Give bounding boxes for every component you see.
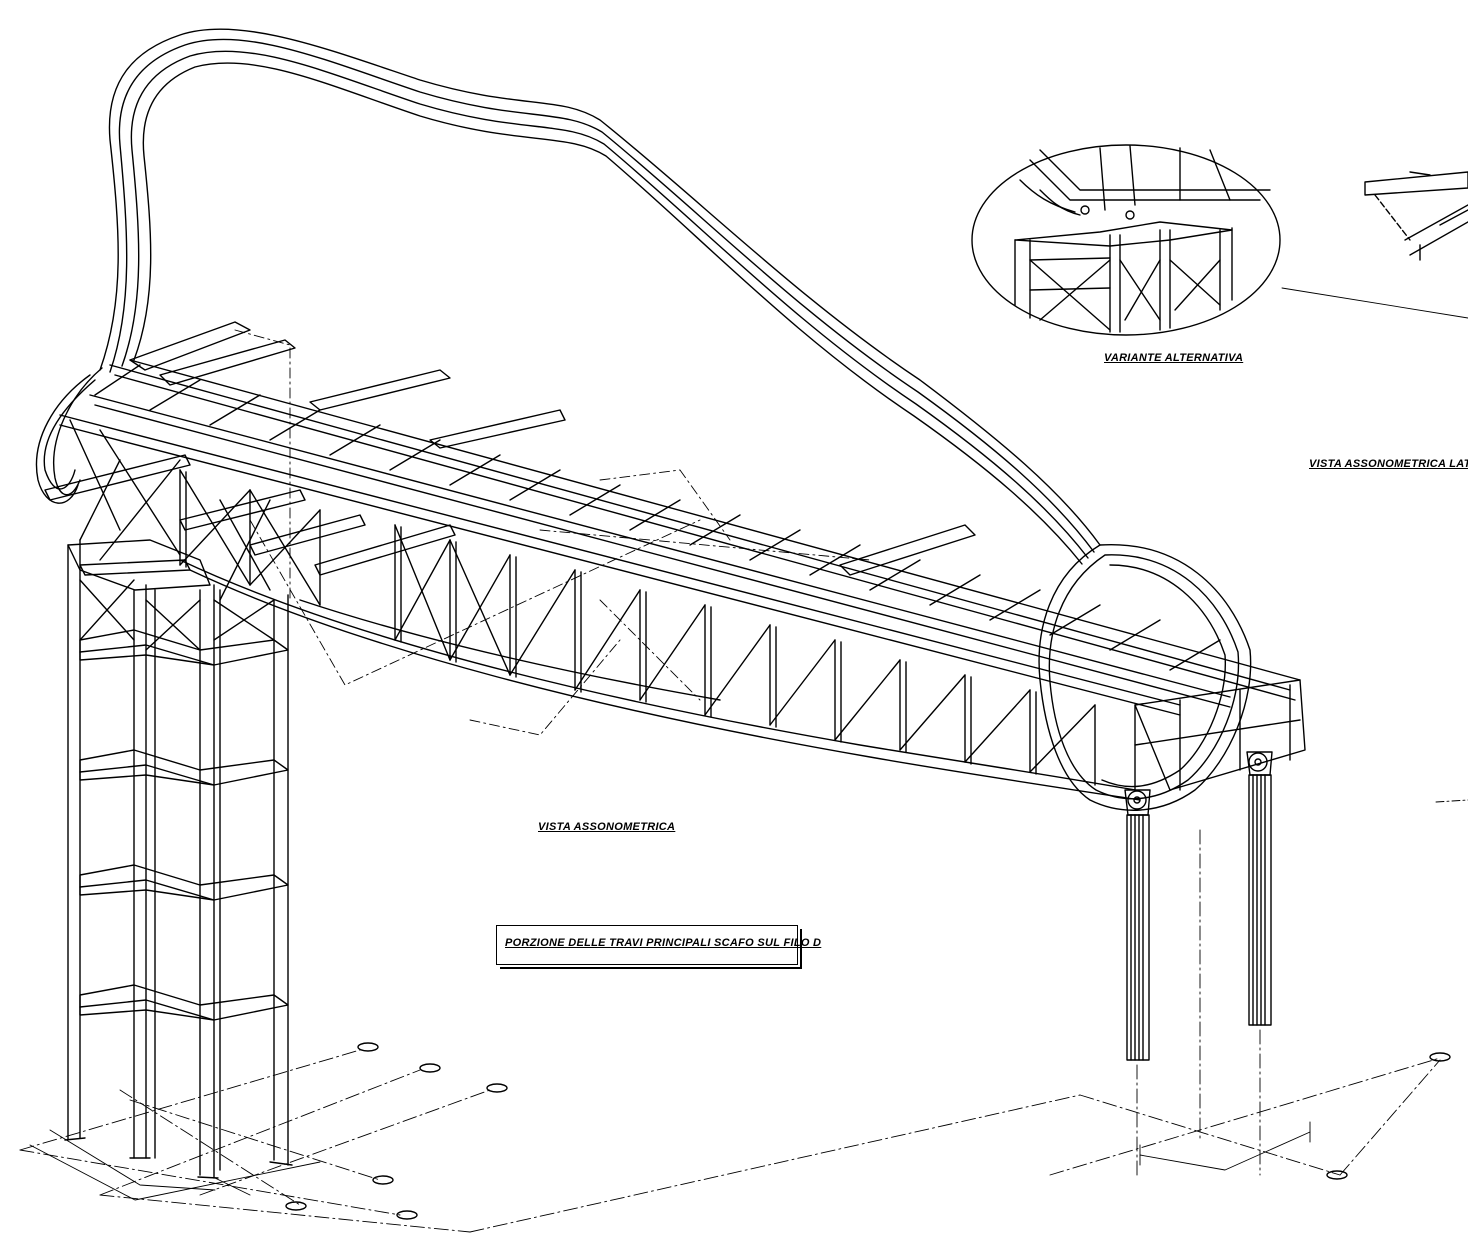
main-truss bbox=[45, 322, 1305, 800]
cantilever-beams bbox=[45, 322, 975, 575]
truss-verticals bbox=[180, 470, 1095, 785]
detail-variante bbox=[972, 145, 1280, 335]
dimension-lines bbox=[30, 1122, 1310, 1200]
main-view-caption: VISTA ASSONOMETRICA bbox=[538, 821, 676, 833]
side-view-caption: VISTA ASSONOMETRICA LATO F bbox=[1309, 458, 1468, 470]
curved-arch bbox=[37, 29, 1251, 810]
survey-markers bbox=[286, 1043, 1450, 1219]
ground-grid bbox=[20, 830, 1440, 1232]
drawing-title: PORZIONE DELLE TRAVI PRINCIPALI SCAFO SU… bbox=[505, 937, 822, 949]
left-tower bbox=[65, 540, 292, 1178]
deck-crossbeams bbox=[95, 365, 1220, 670]
detail-caption: VARIANTE ALTERNATIVA bbox=[1104, 352, 1244, 364]
title-block: PORZIONE DELLE TRAVI PRINCIPALI SCAFO SU… bbox=[496, 925, 821, 965]
construction-lines bbox=[235, 330, 870, 735]
right-columns bbox=[1125, 752, 1272, 1060]
side-view-fragment bbox=[1365, 172, 1468, 802]
tower-rings bbox=[80, 630, 288, 1020]
